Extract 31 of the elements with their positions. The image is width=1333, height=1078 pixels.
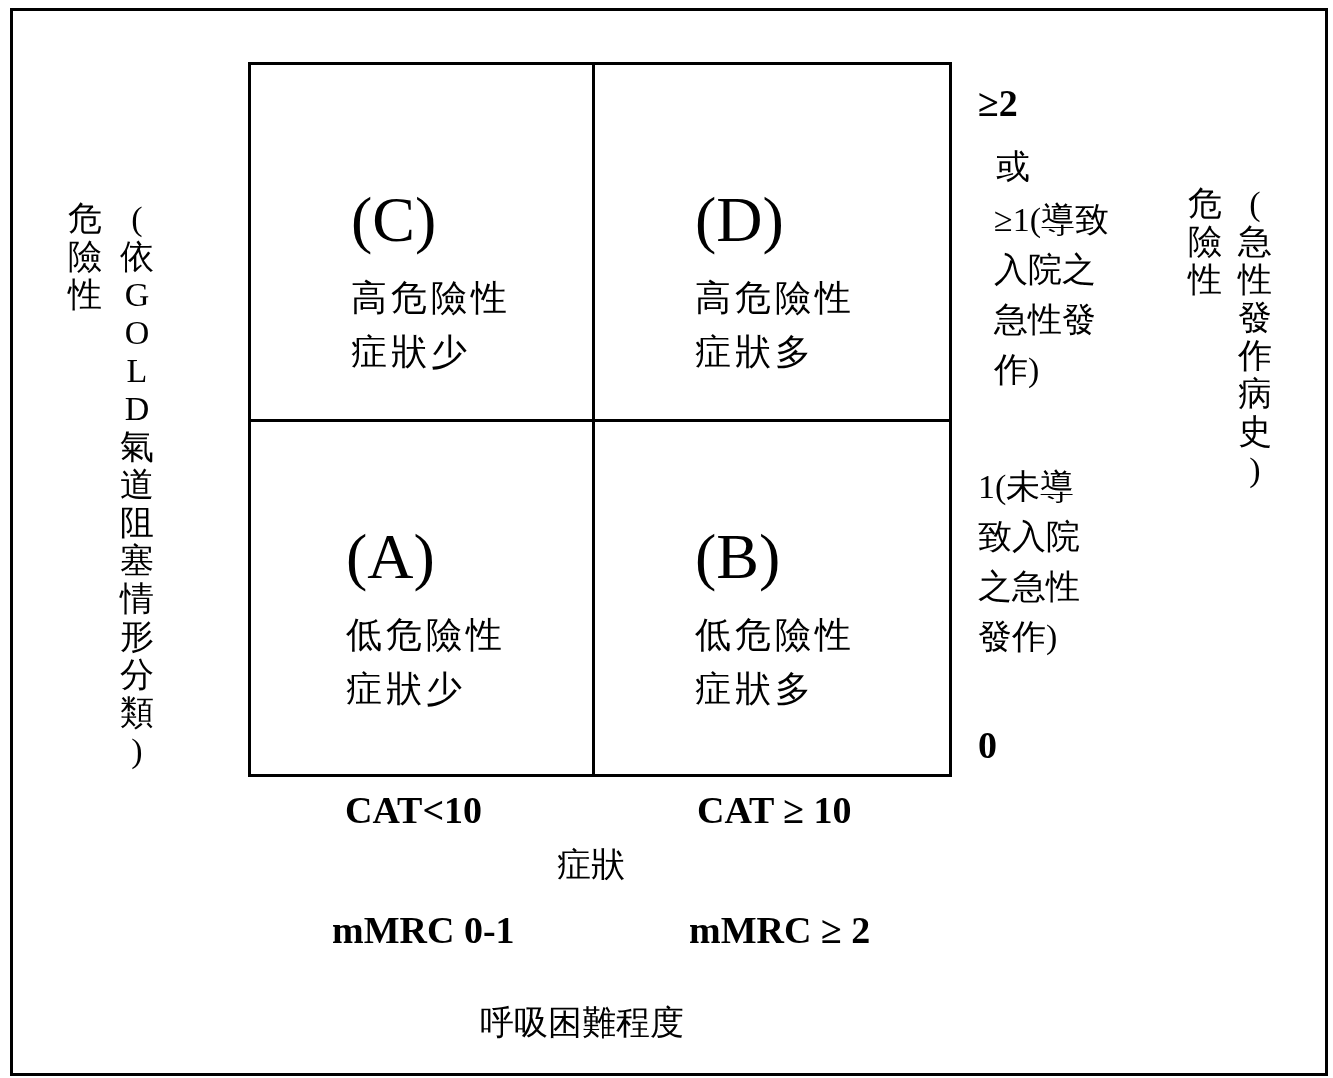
axis-value: 0 <box>978 723 997 768</box>
axis-value: mMRC 0-1 <box>332 908 515 953</box>
axis-value: mMRC ≥ 2 <box>689 908 871 953</box>
quadrant-letter: (A) <box>346 522 435 592</box>
axis-title: (急性發作病史) <box>1236 185 1273 489</box>
axis-value: ≥2 <box>978 81 1018 126</box>
quadrant-box <box>248 419 595 777</box>
axis-title: 症狀 <box>557 845 625 885</box>
quadrant-text: 症狀少 <box>346 668 466 711</box>
axis-value: CAT<10 <box>345 788 483 833</box>
quadrant-text: 高危險性 <box>695 277 855 320</box>
quadrant-text: 高危險性 <box>351 277 511 320</box>
axis-value: ≥1(導致入院之急性發作) <box>994 200 1110 390</box>
axis-title: 呼吸困難程度 <box>480 1003 684 1043</box>
axis-value: 1(未導致入院之急性發作) <box>978 467 1081 657</box>
quadrant-box <box>248 62 595 422</box>
axis-title: 危險性 <box>1186 185 1223 299</box>
quadrant-text: 低危險性 <box>695 614 855 657</box>
axis-value: CAT ≥ 10 <box>697 788 852 833</box>
quadrant-box <box>592 62 952 422</box>
axis-title: 危險性 <box>66 200 103 314</box>
axis-title: (依GOLD氣道阻塞情形分類) <box>118 200 155 770</box>
quadrant-text: 症狀多 <box>695 331 815 374</box>
quadrant-letter: (B) <box>695 522 781 592</box>
quadrant-letter: (D) <box>695 185 784 255</box>
quadrant-box <box>592 419 952 777</box>
quadrant-text: 低危險性 <box>346 614 506 657</box>
quadrant-text: 症狀多 <box>695 668 815 711</box>
quadrant-letter: (C) <box>351 185 437 255</box>
quadrant-text: 症狀少 <box>351 331 471 374</box>
axis-value: 或 <box>996 147 1030 187</box>
